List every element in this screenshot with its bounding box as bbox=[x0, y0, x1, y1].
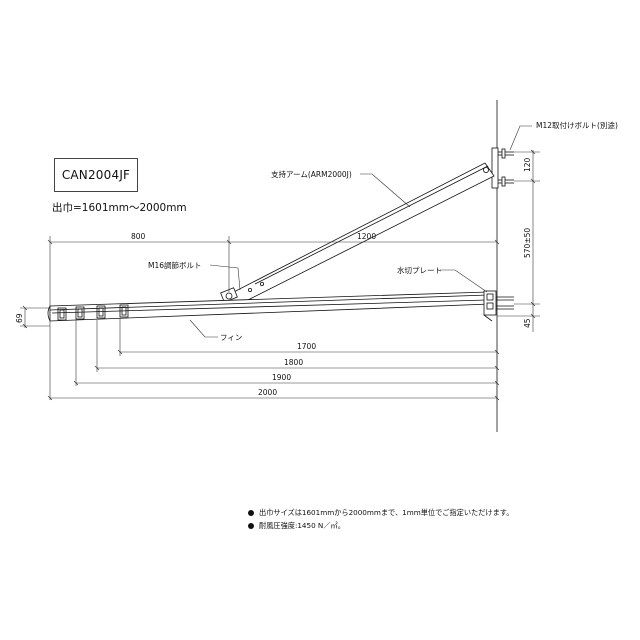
notes: 出巾サイズは1601mmから2000mmまで、1mm単位でご指定いただけます。 … bbox=[248, 506, 513, 532]
reach-range: 出巾=1601mm〜2000mm bbox=[52, 202, 187, 214]
dim-570: 570±50 bbox=[523, 228, 532, 258]
dim-lines-bottom bbox=[47, 318, 500, 401]
note-item: 出巾サイズは1601mmから2000mmまで、1mm単位でご指定いただけます。 bbox=[248, 506, 513, 519]
dim-120: 120 bbox=[523, 157, 532, 172]
drip-plate-label: 水切プレート bbox=[397, 265, 442, 275]
leader-drip-plate bbox=[440, 269, 488, 293]
note-text: 耐風圧強度:1450 N／㎡。 bbox=[259, 521, 345, 530]
leader-m12-bolt bbox=[509, 125, 532, 151]
bullet-icon bbox=[248, 509, 254, 516]
leader-arm bbox=[360, 173, 411, 208]
fin-label: フィン bbox=[220, 333, 242, 342]
bullet-icon bbox=[248, 522, 254, 529]
dim-2000: 2000 bbox=[258, 388, 277, 397]
leader-m16-bolt bbox=[209, 264, 241, 291]
adjusting-bolt-joint bbox=[220, 287, 238, 303]
m16-bolt-label: M16調節ボルト bbox=[148, 260, 202, 270]
leader-fin bbox=[189, 319, 218, 338]
note-text: 出巾サイズは1601mmから2000mmまで、1mm単位でご指定いただけます。 bbox=[259, 508, 514, 517]
note-item: 耐風圧強度:1450 N／㎡。 bbox=[248, 519, 513, 532]
dim-45: 45 bbox=[523, 318, 532, 328]
upper-wall-bracket bbox=[491, 147, 499, 189]
arm-label: 支持アーム(ARM2000J) bbox=[271, 169, 352, 179]
dim-1800: 1800 bbox=[284, 358, 303, 367]
end-cap-profiles bbox=[57, 304, 129, 321]
dim-800: 800 bbox=[131, 232, 146, 241]
model-number: CAN2004JF bbox=[61, 168, 131, 182]
dim-1200: 1200 bbox=[357, 232, 376, 241]
m12-bolt-label: M12取付けボルト(別途) bbox=[536, 120, 618, 130]
dim-69: 69 bbox=[15, 313, 24, 323]
model-number-box: CAN2004JF bbox=[54, 158, 138, 192]
dim-1900: 1900 bbox=[272, 373, 291, 382]
dim-1700: 1700 bbox=[297, 342, 316, 351]
